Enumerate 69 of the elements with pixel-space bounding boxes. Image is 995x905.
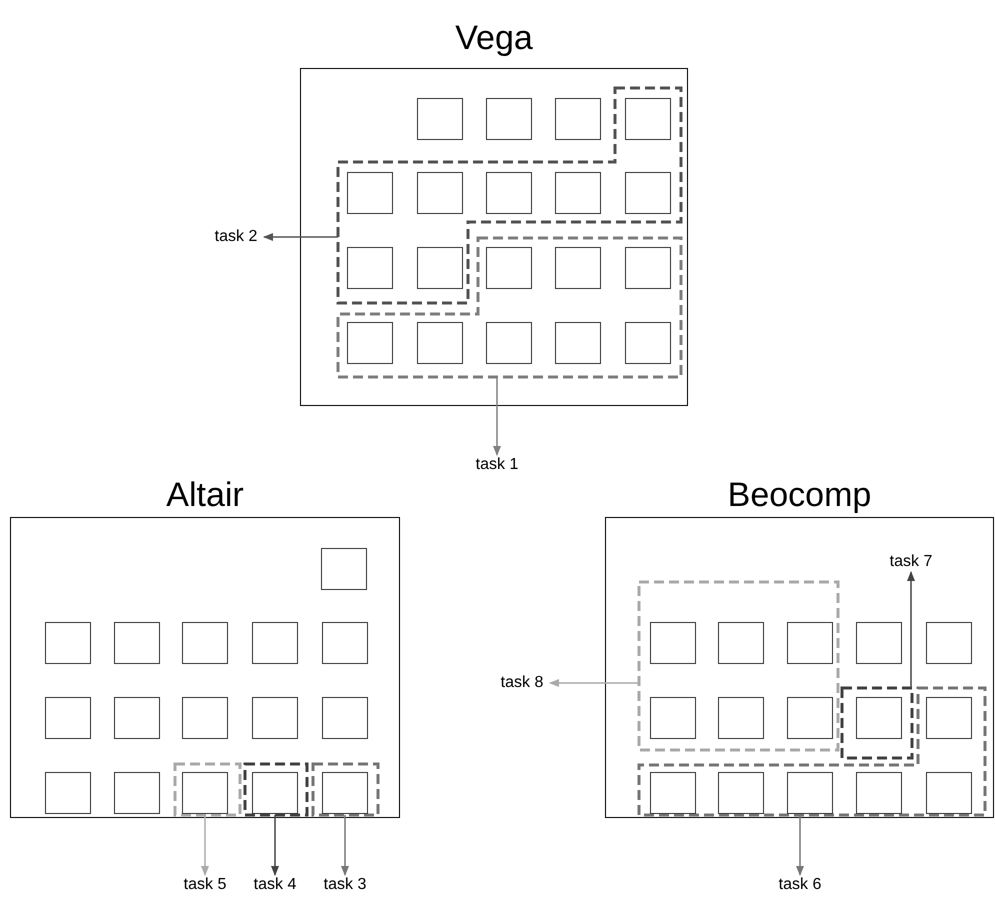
task-label: task 2 xyxy=(208,227,264,247)
node-square xyxy=(114,622,160,664)
arrow xyxy=(549,679,639,687)
node-square xyxy=(650,697,696,739)
node-square xyxy=(926,622,972,664)
node-square xyxy=(718,697,764,739)
node-square xyxy=(787,697,833,739)
panel-title: Vega xyxy=(454,18,534,58)
node-square xyxy=(486,247,532,289)
node-square xyxy=(114,772,160,814)
node-square xyxy=(718,772,764,814)
arrow xyxy=(201,815,209,876)
node-square xyxy=(926,697,972,739)
arrow xyxy=(796,815,804,876)
node-square xyxy=(417,98,463,140)
node-square xyxy=(555,172,601,214)
node-square xyxy=(486,98,532,140)
arrow xyxy=(493,377,501,456)
node-square xyxy=(322,622,368,664)
node-square xyxy=(417,322,463,364)
node-square xyxy=(555,247,601,289)
node-square xyxy=(486,172,532,214)
node-square xyxy=(856,772,902,814)
node-square xyxy=(718,622,764,664)
node-square xyxy=(417,172,463,214)
node-square xyxy=(417,247,463,289)
node-square xyxy=(625,172,671,214)
node-square xyxy=(252,772,298,814)
task-label: task 1 xyxy=(469,455,525,475)
node-square xyxy=(252,622,298,664)
task-label: task 8 xyxy=(494,673,550,693)
node-square xyxy=(856,697,902,739)
node-square xyxy=(182,622,228,664)
node-square xyxy=(252,697,298,739)
node-square xyxy=(625,247,671,289)
arrow xyxy=(271,815,279,876)
panel-title: Beocomp xyxy=(726,475,872,515)
node-square xyxy=(555,322,601,364)
node-square xyxy=(625,322,671,364)
node-square xyxy=(347,172,393,214)
node-square xyxy=(45,622,91,664)
arrow xyxy=(907,571,915,688)
task-label: task 6 xyxy=(772,875,828,895)
node-square xyxy=(182,772,228,814)
node-square xyxy=(321,548,367,590)
arrow xyxy=(263,233,338,241)
node-square xyxy=(650,622,696,664)
task-label: task 5 xyxy=(177,875,233,895)
node-square xyxy=(45,697,91,739)
node-square xyxy=(625,98,671,140)
node-square xyxy=(650,772,696,814)
node-square xyxy=(856,622,902,664)
node-square xyxy=(347,247,393,289)
node-square xyxy=(114,697,160,739)
node-square xyxy=(787,772,833,814)
arrow xyxy=(341,815,349,876)
node-square xyxy=(555,98,601,140)
node-square xyxy=(45,772,91,814)
node-square xyxy=(322,697,368,739)
node-square xyxy=(182,697,228,739)
panel-title: Altair xyxy=(165,475,245,515)
task-label: task 7 xyxy=(883,552,939,572)
node-square xyxy=(926,772,972,814)
task-label: task 3 xyxy=(317,875,373,895)
task-label: task 4 xyxy=(247,875,303,895)
node-square xyxy=(486,322,532,364)
node-square xyxy=(347,322,393,364)
node-square xyxy=(322,772,368,814)
node-square xyxy=(787,622,833,664)
